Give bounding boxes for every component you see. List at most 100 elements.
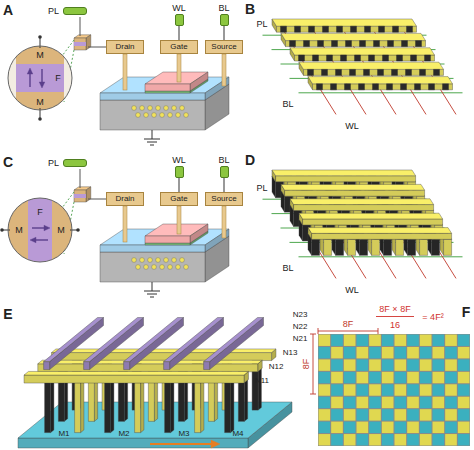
plan-cell — [382, 347, 394, 358]
plan-cell — [395, 384, 407, 395]
ferroelectric-cell — [416, 41, 422, 47]
channel-dot — [152, 265, 157, 270]
plan-cell — [458, 434, 470, 445]
panel-label: B — [245, 1, 255, 17]
dimension-line — [378, 328, 379, 334]
shape-face — [444, 239, 452, 255]
illustration-group — [0, 17, 470, 448]
ferroelectric-cell — [313, 55, 319, 61]
ferroelectric-cell — [336, 69, 342, 75]
formula: 8F × 8F — [379, 304, 410, 314]
connector-group — [179, 26, 224, 192]
shape-face — [210, 318, 264, 370]
terminal-box: Gate — [160, 192, 198, 206]
plan-cell — [458, 384, 470, 395]
ferroelectric-cell — [392, 69, 398, 75]
plan-cell — [395, 397, 407, 408]
inset-outline — [8, 198, 72, 262]
plan-cell — [357, 372, 369, 383]
dimension: 8F — [301, 359, 311, 370]
transistor-cell — [62, 17, 229, 145]
electrode-label: M1 — [58, 429, 69, 438]
layer-label: M — [36, 50, 44, 60]
channel-dot — [144, 265, 149, 270]
shape-face — [165, 383, 171, 433]
line-terminal: WL — [166, 155, 192, 178]
ferroelectric-cell — [379, 26, 385, 32]
plan-cell — [445, 397, 457, 408]
channel-dot — [180, 106, 185, 111]
plan-cell — [319, 347, 331, 358]
ferroelectric-cell — [420, 69, 426, 75]
wire-line — [88, 47, 106, 48]
terminal-box: Drain — [106, 192, 144, 206]
plan-cell — [458, 372, 470, 383]
shape-face — [308, 228, 452, 234]
channel-dot — [156, 258, 161, 263]
layer-rect — [28, 198, 52, 262]
plan-cell — [331, 434, 343, 445]
ferroelectric-cell — [346, 41, 352, 47]
line-name: WL — [172, 3, 186, 13]
ground-symbol — [144, 291, 160, 292]
pin-connector — [175, 14, 184, 26]
channel-dot — [172, 258, 177, 263]
plan-cell — [458, 422, 470, 433]
plan-cell — [433, 397, 445, 408]
plan-cell — [382, 397, 394, 408]
line-name: BL — [282, 263, 293, 273]
shape-face — [312, 233, 452, 239]
channel-dot — [152, 113, 157, 118]
pin-connector — [220, 14, 229, 26]
pin-connector — [63, 7, 87, 15]
plan-cell — [344, 422, 356, 433]
plan-cell — [369, 347, 381, 358]
plan-cell — [319, 434, 331, 445]
plan-cell — [407, 422, 419, 433]
plan-cell — [369, 359, 381, 370]
plan-cell — [458, 397, 470, 408]
ferroelectric-cell — [364, 69, 370, 75]
wire-connector — [178, 26, 179, 40]
plan-cell — [458, 409, 470, 420]
plan-cell — [420, 384, 432, 395]
plan-cell — [433, 372, 445, 383]
shape-face — [372, 239, 380, 255]
layer-label: M — [36, 97, 44, 107]
terminal — [3, 230, 10, 231]
shape-face — [141, 380, 144, 433]
channel-dot — [144, 113, 149, 118]
ferroelectric-layer — [74, 194, 86, 198]
plan-cell — [357, 384, 369, 395]
ferroelectric-cell — [337, 26, 343, 32]
capacitor-inset — [0, 198, 80, 262]
inset-content — [8, 198, 72, 262]
layer-label: M — [57, 225, 65, 235]
shape-face — [164, 362, 170, 370]
plan-cell — [433, 384, 445, 395]
layer-rect — [16, 64, 64, 92]
plan-cell — [319, 359, 331, 370]
zoom-leader — [62, 40, 74, 56]
plan-cell — [458, 347, 470, 358]
electrode-label: M4 — [232, 429, 243, 438]
terminal-box: Drain — [106, 40, 144, 54]
ferroelectric-cell — [365, 26, 371, 32]
line-terminal: PL — [48, 158, 94, 168]
shape-face — [24, 371, 248, 375]
shape-face — [84, 362, 90, 370]
wire-line — [80, 17, 81, 36]
terminal — [0, 228, 4, 232]
electrode-label: N21 — [293, 334, 308, 343]
ferroelectric-cell — [374, 41, 380, 47]
plan-cell — [407, 335, 419, 346]
shape-face — [52, 349, 276, 353]
panel-label: E — [3, 306, 12, 322]
plan-cell — [445, 434, 457, 445]
plan-cell — [445, 384, 457, 395]
shape-face — [74, 38, 86, 50]
plan-cell — [369, 335, 381, 346]
shape-face — [81, 380, 84, 433]
dimension-line — [318, 328, 319, 334]
shape-face — [396, 239, 404, 255]
